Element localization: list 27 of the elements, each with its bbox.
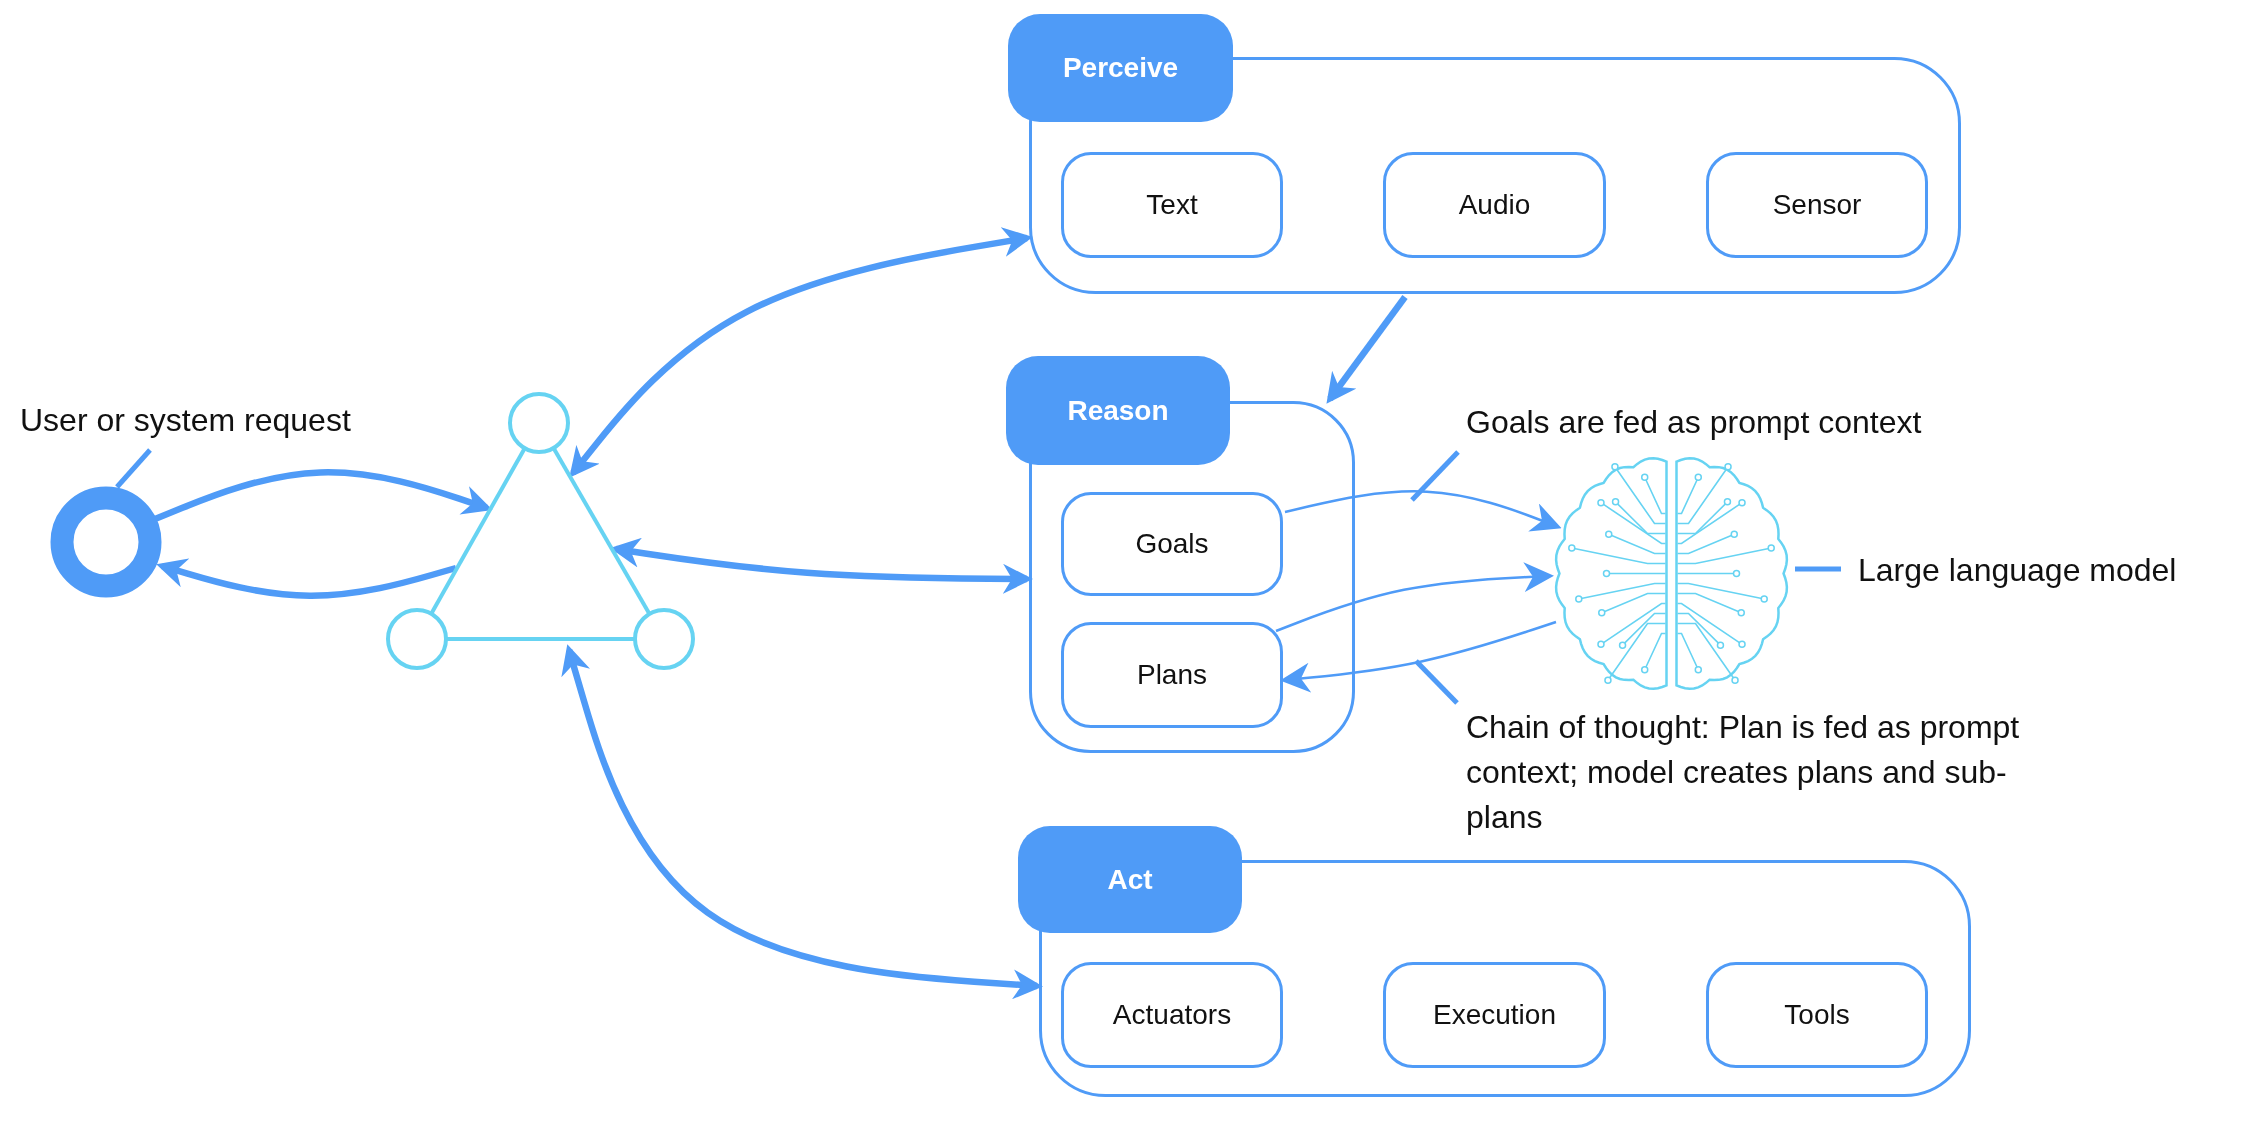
annotation-text: Goals are fed as prompt context [1466,400,2026,448]
capability-card: Actuators [1061,962,1283,1068]
capability-card: Audio [1383,152,1606,258]
leader-line [115,448,152,489]
stage-header: Reason [1066,393,1170,428]
stage-panel [1006,356,1355,753]
arrow [1275,562,1554,633]
annotation-text: User or system request [20,398,420,446]
leader-line [1410,450,1460,502]
capability-card: Sensor [1706,152,1928,258]
annotation-text: Large language model [1858,548,2243,596]
capability-card: Tools [1706,962,1928,1068]
leader-line [1795,566,1841,572]
capability-card: Goals [1061,492,1283,596]
arrow [1284,490,1562,532]
capability-card: Execution [1383,962,1606,1068]
arrow [156,558,457,599]
arrow [569,227,1033,478]
capability-card: Text [1061,152,1283,258]
arrow [561,644,1043,1000]
stage-header: Perceive [1061,51,1180,85]
stage-panel [1008,14,1961,294]
stage-header: Act [1106,862,1154,897]
arrow [1326,295,1408,404]
capability-card: Plans [1061,622,1283,728]
leader-line [1414,659,1459,705]
annotation-text: Chain of thought: Plan is fed as prompt context; model creates plans and sub-plans [1466,705,2026,845]
